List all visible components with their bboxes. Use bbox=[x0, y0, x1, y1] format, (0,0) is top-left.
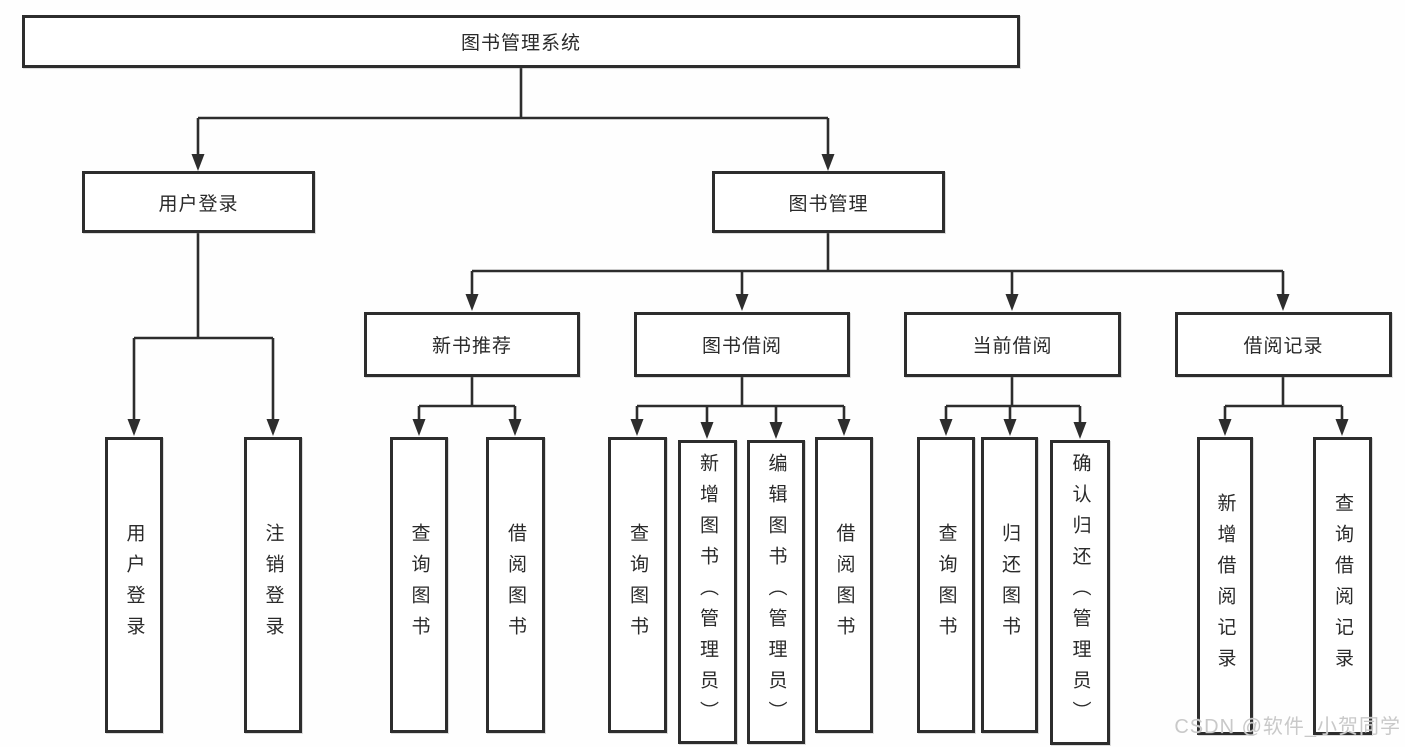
leaf-borrow-books-recommend-label: 借阅图书 bbox=[505, 523, 526, 647]
leaf-edit-book-admin: 编辑图书（管理员） bbox=[747, 440, 805, 744]
node-borrow-records: 借阅记录 bbox=[1175, 312, 1392, 377]
leaf-query-borrow-record-label: 查询借阅记录 bbox=[1332, 493, 1353, 679]
connector-book-mgmt-to-level3 bbox=[470, 233, 1285, 302]
leaf-confirm-return-admin-label: 确认归还（管理员） bbox=[1069, 453, 1091, 732]
node-user-login: 用户登录 bbox=[82, 171, 315, 233]
node-new-book-recommend: 新书推荐 bbox=[364, 312, 580, 377]
connector-borrow-records-children bbox=[1223, 377, 1344, 427]
connector-user-login-children bbox=[132, 233, 275, 426]
connector-root-to-level2 bbox=[196, 68, 830, 160]
leaf-query-books-recommend-label: 查询图书 bbox=[408, 523, 430, 647]
leaf-borrow-books-recommend: 借阅图书 bbox=[486, 437, 545, 733]
leaf-user-login: 用户登录 bbox=[105, 437, 163, 733]
node-current-borrow: 当前借阅 bbox=[904, 312, 1121, 377]
leaf-add-book-admin: 新增图书（管理员） bbox=[678, 440, 737, 744]
node-book-management: 图书管理 bbox=[712, 171, 945, 233]
arrowheads bbox=[127, 154, 1349, 439]
leaf-user-login-label: 用户登录 bbox=[123, 523, 145, 647]
watermark: CSDN @软件_小贺同学 bbox=[1174, 716, 1401, 738]
leaf-return-book-label: 归还图书 bbox=[999, 523, 1020, 647]
node-book-borrow: 图书借阅 bbox=[634, 312, 850, 377]
leaf-query-books-current-label: 查询图书 bbox=[935, 523, 957, 647]
leaf-confirm-return-admin: 确认归还（管理员） bbox=[1050, 440, 1110, 745]
node-library-system: 图书管理系统 bbox=[22, 15, 1020, 68]
connector-current-borrow-children bbox=[944, 377, 1082, 430]
leaf-edit-book-admin-label: 编辑图书（管理员） bbox=[765, 452, 787, 732]
connector-new-books-children bbox=[417, 377, 517, 427]
connector-book-borrow-children bbox=[635, 377, 846, 430]
leaf-add-borrow-record-label: 新增借阅记录 bbox=[1214, 493, 1236, 679]
leaf-query-books-recommend: 查询图书 bbox=[390, 437, 448, 733]
leaf-return-book: 归还图书 bbox=[981, 437, 1038, 733]
leaf-logout-label: 注销登录 bbox=[262, 523, 284, 647]
leaf-add-book-admin-label: 新增图书（管理员） bbox=[697, 452, 718, 732]
leaf-borrow-books-label: 借阅图书 bbox=[833, 523, 855, 647]
leaf-query-books-current: 查询图书 bbox=[917, 437, 975, 733]
leaf-borrow-books: 借阅图书 bbox=[815, 437, 873, 733]
leaf-add-borrow-record: 新增借阅记录 bbox=[1197, 437, 1253, 735]
leaf-query-borrow-record: 查询借阅记录 bbox=[1313, 437, 1372, 735]
leaf-logout: 注销登录 bbox=[244, 437, 302, 733]
leaf-query-books-borrow: 查询图书 bbox=[608, 437, 667, 733]
leaf-query-books-borrow-label: 查询图书 bbox=[627, 523, 648, 647]
